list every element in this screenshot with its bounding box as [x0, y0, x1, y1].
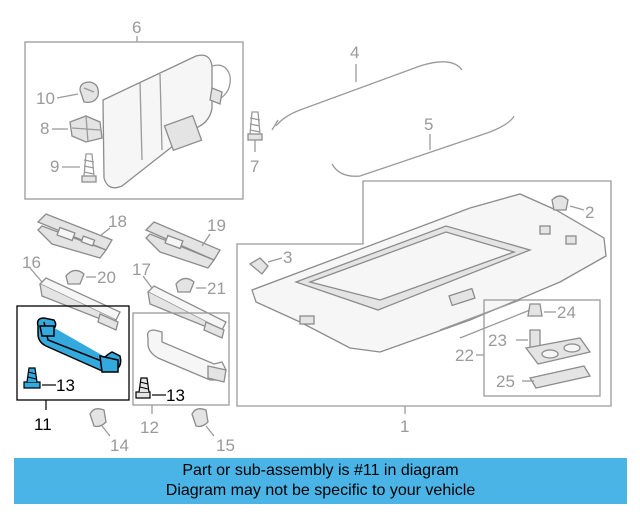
callout-2: 2: [585, 203, 594, 222]
assist-handle-group-12-box: [132, 312, 230, 406]
cap-20: [65, 269, 85, 285]
callout-9: 9: [50, 157, 59, 176]
cover-14: [89, 408, 107, 428]
callout-1: 1: [400, 417, 409, 436]
callout-15: 15: [216, 436, 235, 455]
callout-16: 16: [22, 253, 41, 272]
info-banner: Part or sub-assembly is #11 in diagram D…: [14, 458, 627, 504]
room-lamp-group-box: [483, 299, 601, 397]
callout-17: 17: [132, 260, 151, 279]
callout-6: 6: [132, 18, 141, 37]
callout-21: 21: [207, 279, 226, 298]
callout-3: 3: [283, 248, 292, 267]
sun-visor-group-box: [24, 41, 244, 200]
visor-holder: [69, 115, 103, 143]
assist-handle-group-11-box: [16, 305, 130, 401]
headliner: [251, 193, 607, 353]
assist-handle-16: [38, 277, 121, 331]
roof-molding-4: [271, 61, 463, 131]
callout-19: 19: [207, 216, 226, 235]
clip-3: [248, 257, 269, 275]
visor-screw-9: [81, 153, 97, 183]
callout-11: 11: [34, 415, 52, 434]
parts-diagram: 6 10 8 9 7 4 5: [16, 18, 612, 455]
callout-13-left: 13: [56, 376, 75, 395]
callout-23: 23: [488, 331, 507, 350]
roof-molding-5: [331, 115, 515, 177]
clip-2: [551, 195, 569, 211]
callout-5: 5: [424, 115, 433, 134]
assist-handle-17: [146, 285, 227, 339]
cover-15: [191, 408, 209, 428]
lamp-lens-25: [528, 365, 592, 389]
screw-13-left: [23, 367, 41, 389]
banner-line-2: Diagram may not be specific to your vehi…: [165, 482, 476, 499]
callout-10: 10: [36, 89, 55, 108]
callout-4: 4: [350, 43, 359, 62]
callout-24: 24: [557, 303, 576, 322]
callout-25: 25: [496, 372, 515, 391]
callout-20: 20: [97, 268, 116, 287]
callout-14: 14: [110, 436, 129, 455]
callout-13-right: 13: [166, 386, 185, 405]
callout-7: 7: [250, 157, 259, 176]
screw-13-right: [135, 377, 151, 399]
lamp-bulb-24: [527, 303, 543, 317]
bracket-18: [36, 213, 113, 259]
headliner-group-box: [236, 180, 612, 407]
callout-22: 22: [455, 346, 474, 365]
sun-visor: [102, 54, 231, 189]
bracket-19: [144, 221, 221, 269]
assist-handle-12: [146, 329, 227, 383]
callout-8: 8: [40, 119, 49, 138]
screw-7: [247, 111, 263, 141]
banner-line-1: Part or sub-assembly is #11 in diagram: [182, 462, 459, 479]
callout-18: 18: [108, 212, 127, 231]
visor-clip: [79, 81, 99, 104]
room-lamp: [524, 337, 592, 365]
assist-handle-11-highlighted: [36, 317, 122, 373]
cap-21: [175, 277, 195, 293]
callout-12: 12: [140, 418, 159, 437]
